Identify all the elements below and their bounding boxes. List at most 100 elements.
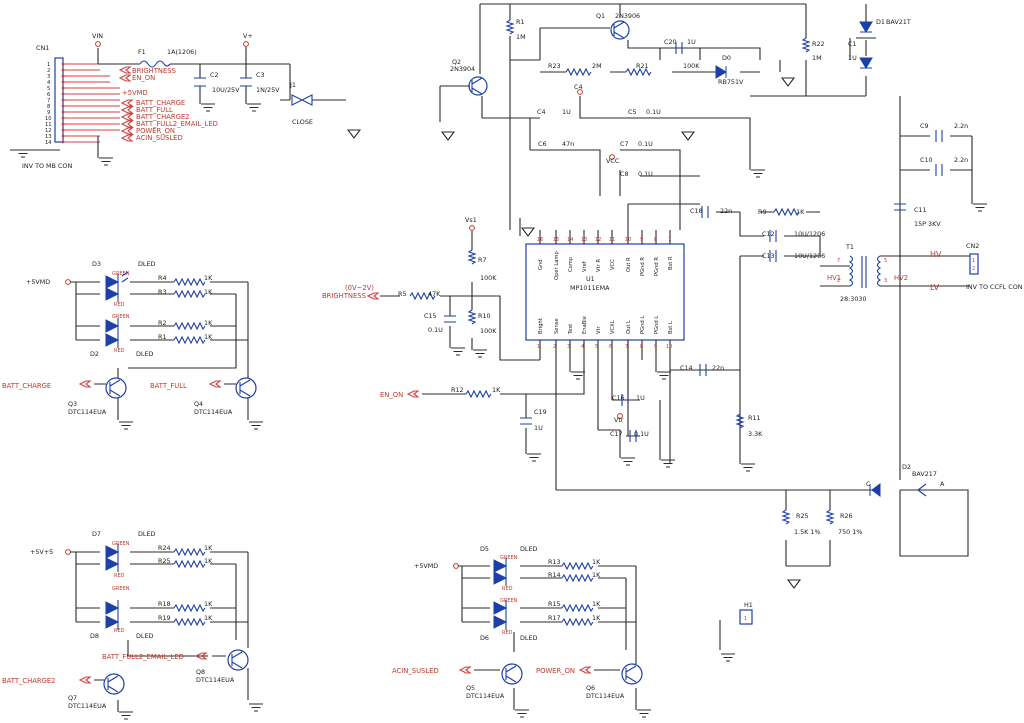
- c19-ref: C19: [534, 408, 547, 416]
- u1-controller-ic: U1 MP1011EMA 16 15 14 13 12 11 10 9 8 7 …: [525, 204, 685, 490]
- svg-text:1: 1: [972, 258, 975, 264]
- r7-val: 100K: [480, 274, 497, 282]
- d8-ref: D8: [90, 632, 99, 640]
- svg-text:5: 5: [884, 258, 887, 264]
- c10-ref: C10: [920, 156, 933, 164]
- net-batt-full-q4: BATT_FULL: [150, 382, 187, 390]
- svg-text:3: 3: [567, 344, 570, 350]
- p5va-led2: +5V+5: [30, 548, 53, 556]
- svg-text:2: 2: [972, 266, 975, 272]
- r9-ref: R9: [758, 208, 767, 216]
- net-brightness-cn1: BRIGHTNESS: [132, 67, 176, 75]
- svg-text:12: 12: [595, 237, 601, 243]
- net-batt-full2-cn1: BATT_FULL2_EMAIL_LED: [136, 120, 218, 128]
- h1-ref: H1: [744, 601, 753, 609]
- c8-ref: C8: [620, 170, 629, 178]
- svg-text:4: 4: [47, 80, 51, 86]
- r1-led-ref: R1: [158, 333, 167, 341]
- r12-val: 1K: [492, 386, 501, 394]
- j1-val: CLOSE: [292, 118, 313, 126]
- svg-text:9: 9: [47, 110, 50, 116]
- c13-val: 10U/1206: [794, 252, 825, 260]
- svg-text:8: 8: [640, 344, 643, 350]
- q4-ref: Q4: [194, 400, 203, 408]
- c7-val: 0.1U: [638, 140, 653, 148]
- svg-text:1: 1: [537, 344, 540, 350]
- c2-val: 10U/25V: [212, 86, 240, 94]
- c3-ref: C3: [256, 71, 265, 79]
- u1-bottom-pins: 1 2 3 4 5 6 7 8 9 10 Bright Sense Test E…: [537, 316, 674, 490]
- q8-ref: Q8: [196, 668, 205, 676]
- svg-text:Test: Test: [568, 324, 574, 335]
- svg-text:7: 7: [625, 344, 628, 350]
- svg-text:1: 1: [47, 62, 50, 68]
- svg-text:8: 8: [47, 104, 50, 110]
- svg-text:14: 14: [45, 140, 52, 146]
- svg-text:VCC: VCC: [610, 259, 616, 270]
- svg-text:7: 7: [837, 258, 840, 264]
- u1-part: MP1011EMA: [570, 284, 610, 292]
- vtr-pin-label: Vtr: [614, 416, 624, 424]
- svg-text:GREEN: GREEN: [112, 271, 130, 277]
- cn2-desc: INV TO CCFL CON: [966, 283, 1023, 291]
- svg-text:RED: RED: [502, 586, 513, 592]
- svg-text:Oper Lamp: Oper Lamp: [554, 251, 560, 280]
- r17-ref: R17: [548, 614, 561, 622]
- net-batt-full-cn1: BATT_FULL: [136, 106, 173, 114]
- svg-text:7: 7: [668, 237, 671, 243]
- c15-ref: C15: [424, 312, 437, 320]
- svg-text:Out L: Out L: [626, 320, 632, 334]
- vin-label: VIN: [92, 32, 103, 40]
- r5-ref: R5: [398, 290, 407, 298]
- svg-text:RED: RED: [114, 573, 125, 579]
- r23-ref: R23: [548, 62, 561, 70]
- svg-text:5: 5: [595, 344, 598, 350]
- d7-type: DLED: [138, 530, 156, 538]
- svg-text:GREEN: GREEN: [112, 541, 130, 547]
- d2-a-pin: A: [940, 480, 945, 488]
- cn1-pin-numbers: 1 2 3 4 5 6 7 8 9 10 11 12 13 14: [45, 62, 52, 146]
- r1-val: 1M: [516, 33, 526, 41]
- r2-ref: R2: [158, 319, 167, 327]
- svg-text:13: 13: [581, 237, 587, 243]
- r19-ref: R19: [158, 614, 171, 622]
- r14-ref: R14: [548, 571, 561, 579]
- c14-ref: C14: [680, 364, 693, 372]
- vplus-label: V+: [243, 32, 253, 40]
- svg-text:12: 12: [45, 128, 52, 134]
- svg-text:PGnd L: PGnd L: [654, 316, 660, 334]
- q4-val: DTC114EUA: [194, 408, 233, 416]
- c1-ref: C1: [848, 40, 857, 48]
- svg-text:Out R: Out R: [626, 257, 632, 272]
- r1-ref: R1: [516, 18, 525, 26]
- c14-val: 22n: [712, 364, 724, 372]
- r17-val: 1K: [592, 614, 601, 622]
- svg-text:15: 15: [553, 237, 559, 243]
- led-group-1: +5VMD D3 DLED D2 DLED GREEN RED GREEN RE…: [2, 260, 264, 430]
- c16-ref: C16: [612, 394, 625, 402]
- svg-text:Gnd: Gnd: [538, 259, 544, 270]
- svg-text:10: 10: [45, 116, 52, 122]
- r10-val: 100K: [480, 327, 497, 335]
- net-hv1: HV1: [827, 274, 841, 282]
- net-hv: HV: [930, 250, 942, 259]
- d5-type: DLED: [520, 545, 538, 553]
- d0-val: RB751V: [718, 78, 744, 86]
- r12-ref: R12: [451, 386, 464, 394]
- q2-val: 2N3904: [450, 65, 475, 73]
- svg-text:8: 8: [654, 237, 657, 243]
- c11-val: 15P 3KV: [914, 220, 941, 228]
- net-acin-cn1: ACIN_SUSLED: [136, 134, 183, 142]
- svg-text:VCXL: VCXL: [610, 320, 616, 334]
- c4-ref-pin: C4: [574, 83, 583, 91]
- svg-text:6: 6: [609, 344, 612, 350]
- r18-val: 1K: [204, 600, 213, 608]
- r22-ref: R22: [812, 40, 825, 48]
- net-power-on: POWER_ON: [536, 667, 575, 675]
- r18-ref: R18: [158, 600, 171, 608]
- r21-ref: R21: [636, 62, 649, 70]
- svg-text:11: 11: [609, 237, 615, 243]
- svg-text:16: 16: [537, 237, 543, 243]
- svg-text:13: 13: [45, 134, 52, 140]
- svg-text:Bright: Bright: [538, 318, 544, 334]
